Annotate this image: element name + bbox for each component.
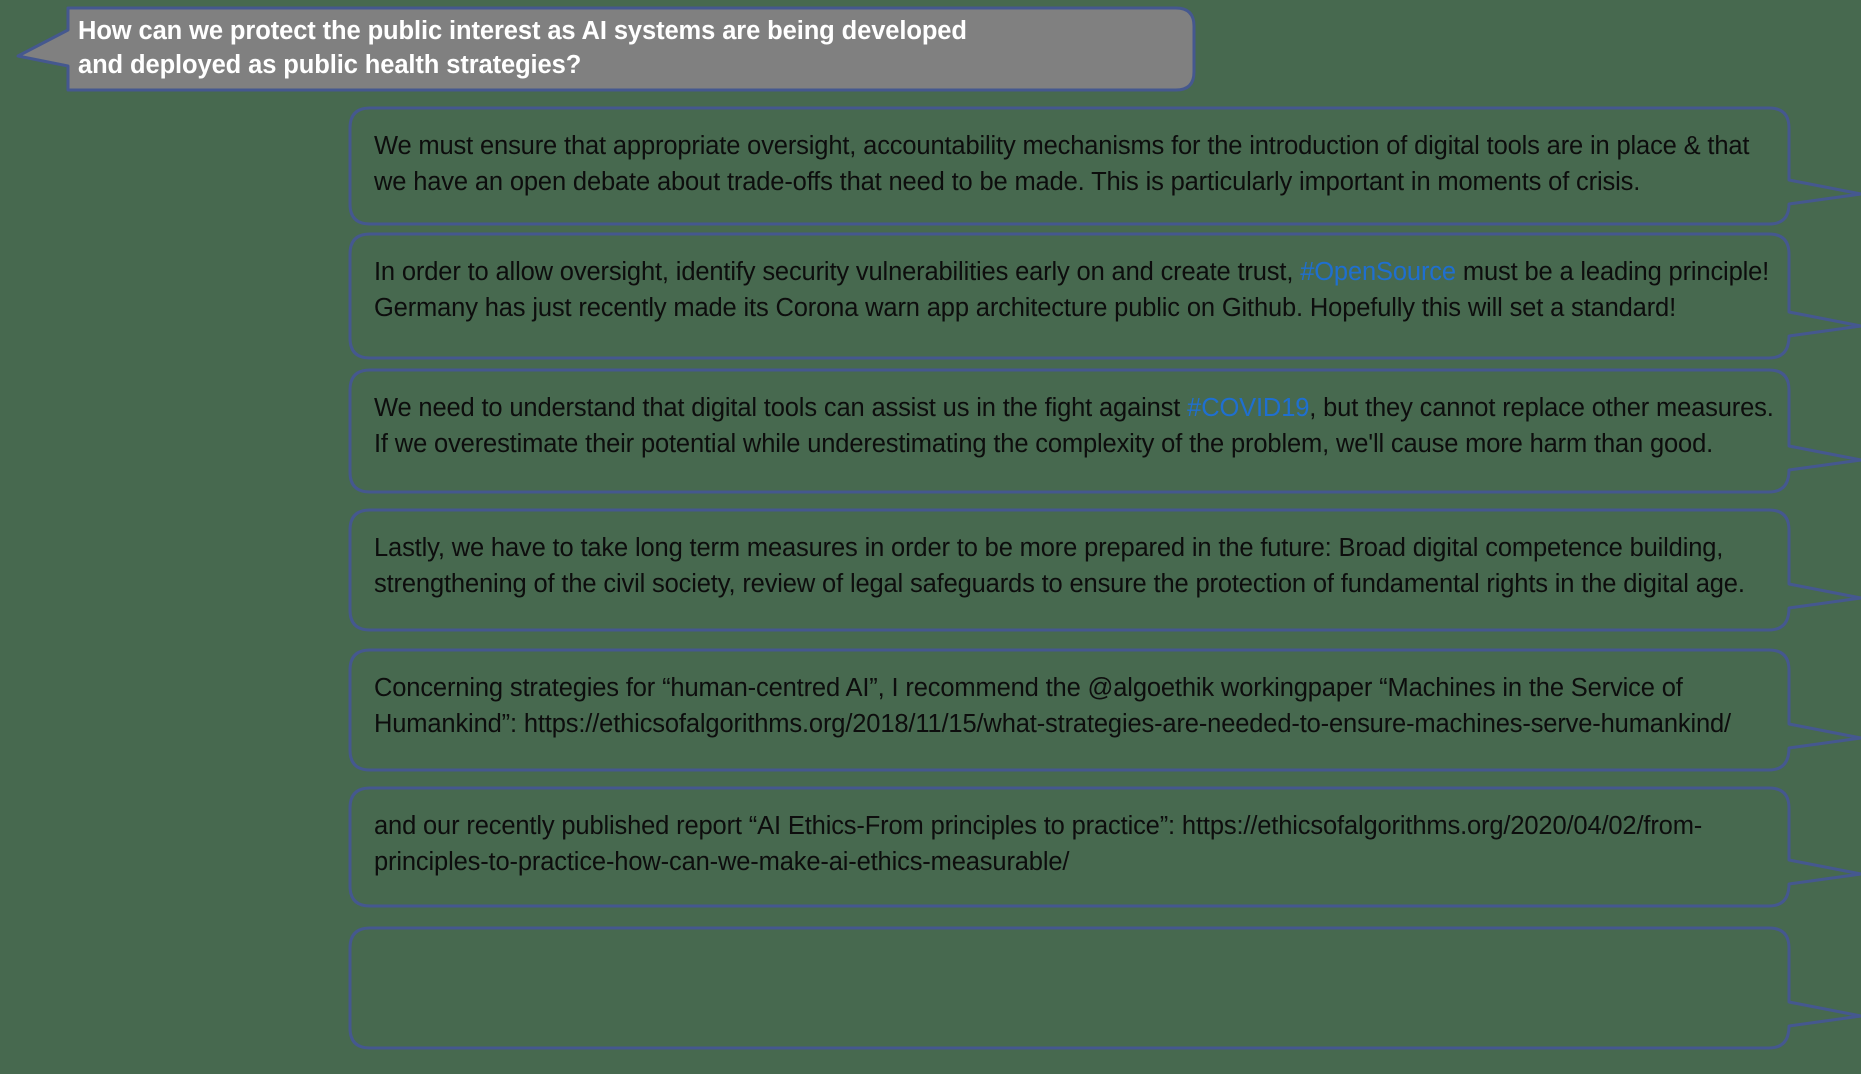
message-2-text: In order to allow oversight, identify se… bbox=[374, 258, 1770, 322]
message-6-text: and our recently published report “AI Et… bbox=[374, 812, 1703, 876]
message-1-text: We must ensure that appropriate oversigh… bbox=[374, 132, 1750, 196]
question-text: How can we protect the public interest a… bbox=[78, 17, 967, 79]
message-bubble[interactable]: In order to allow oversight, identify se… bbox=[348, 232, 1861, 360]
message-bubble-shape bbox=[348, 368, 1861, 494]
message-bubble-shape bbox=[348, 106, 1861, 226]
message-bubble[interactable] bbox=[348, 926, 1861, 1050]
hashtag-link[interactable]: #OpenSource bbox=[1300, 258, 1456, 286]
message-4-text: Lastly, we have to take long term measur… bbox=[374, 534, 1745, 598]
message-bubble[interactable]: Concerning strategies for “human-centred… bbox=[348, 648, 1861, 772]
message-bubble[interactable]: We must ensure that appropriate oversigh… bbox=[348, 106, 1861, 226]
message-bubble-shape bbox=[348, 786, 1861, 908]
message-bubble-shape bbox=[348, 648, 1861, 772]
message-bubble-shape bbox=[348, 232, 1861, 360]
message-bubble-shape bbox=[348, 926, 1861, 1050]
question-bubble: How can we protect the public interest a… bbox=[16, 6, 1196, 92]
message-3-text: We need to understand that digital tools… bbox=[374, 394, 1774, 458]
message-5-text: Concerning strategies for “human-centred… bbox=[374, 674, 1731, 738]
hashtag-link[interactable]: #COVID19 bbox=[1187, 394, 1310, 422]
message-bubble[interactable]: We need to understand that digital tools… bbox=[348, 368, 1861, 494]
question-bubble-shape bbox=[16, 6, 1196, 92]
message-bubble-shape bbox=[348, 508, 1861, 632]
message-bubble[interactable]: and our recently published report “AI Et… bbox=[348, 786, 1861, 908]
message-bubble[interactable]: Lastly, we have to take long term measur… bbox=[348, 508, 1861, 632]
